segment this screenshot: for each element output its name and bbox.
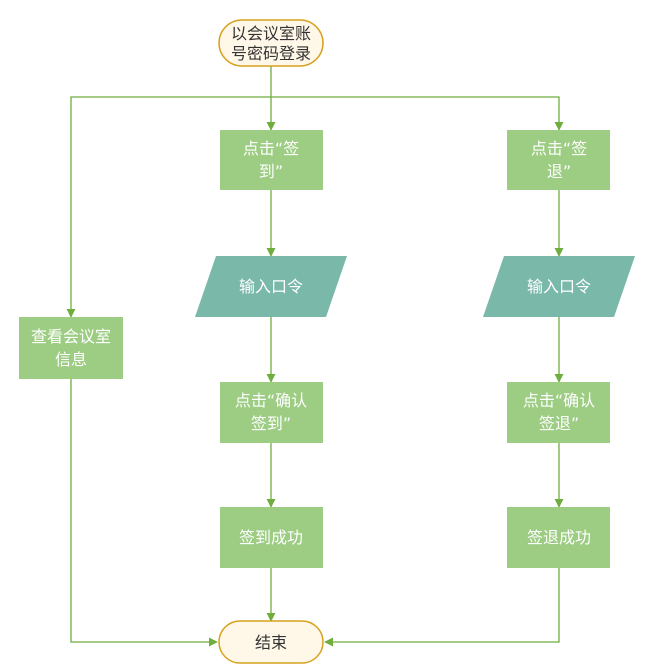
edge-start-to-view-info <box>66 96 271 318</box>
checkout-confirm-line-1: 点击“确认 <box>523 391 595 410</box>
start-node-line-1: 以会议室账 <box>231 24 311 43</box>
view-info-line-1: 查看会议室 <box>31 327 111 346</box>
checkout-click-line-2: 退” <box>547 162 571 181</box>
checkin-confirm-line-1: 点击“确认 <box>235 391 307 410</box>
checkin-click-line-2: 到” <box>259 162 283 181</box>
edges <box>66 66 564 647</box>
view-info-node: 查看会议室 信息 <box>19 317 123 379</box>
start-node-line-2: 号密码登录 <box>231 44 311 63</box>
checkout-success-label: 签退成功 <box>527 528 591 547</box>
checkout-click-node: 点击“签 退” <box>507 130 610 190</box>
end-node-label: 结束 <box>255 633 287 652</box>
checkout-success-node: 签退成功 <box>507 507 610 568</box>
checkout-confirm-node: 点击“确认 签退” <box>507 382 610 443</box>
checkin-input-node: 输入口令 <box>195 256 347 317</box>
checkin-confirm-node: 点击“确认 签到” <box>220 382 323 443</box>
checkout-input-node: 输入口令 <box>483 256 635 317</box>
edge-checkout-success-to-end <box>324 568 560 647</box>
checkout-confirm-line-2: 签退” <box>539 414 579 433</box>
checkin-confirm-line-2: 签到” <box>251 414 291 433</box>
checkin-success-node: 签到成功 <box>220 507 323 568</box>
start-node: 以会议室账 号密码登录 <box>218 19 324 67</box>
checkin-click-line-1: 点击“签 <box>243 139 299 158</box>
edge-view-info-to-end <box>70 379 218 647</box>
checkout-input-label: 输入口令 <box>527 277 591 296</box>
checkin-success-label: 签到成功 <box>239 528 303 547</box>
end-node: 结束 <box>218 620 324 664</box>
view-info-line-2: 信息 <box>55 350 87 369</box>
checkin-input-label: 输入口令 <box>239 277 303 296</box>
checkout-click-line-1: 点击“签 <box>531 139 587 158</box>
edge-start-to-checkout <box>271 96 564 131</box>
checkin-click-node: 点击“签 到” <box>220 130 323 190</box>
